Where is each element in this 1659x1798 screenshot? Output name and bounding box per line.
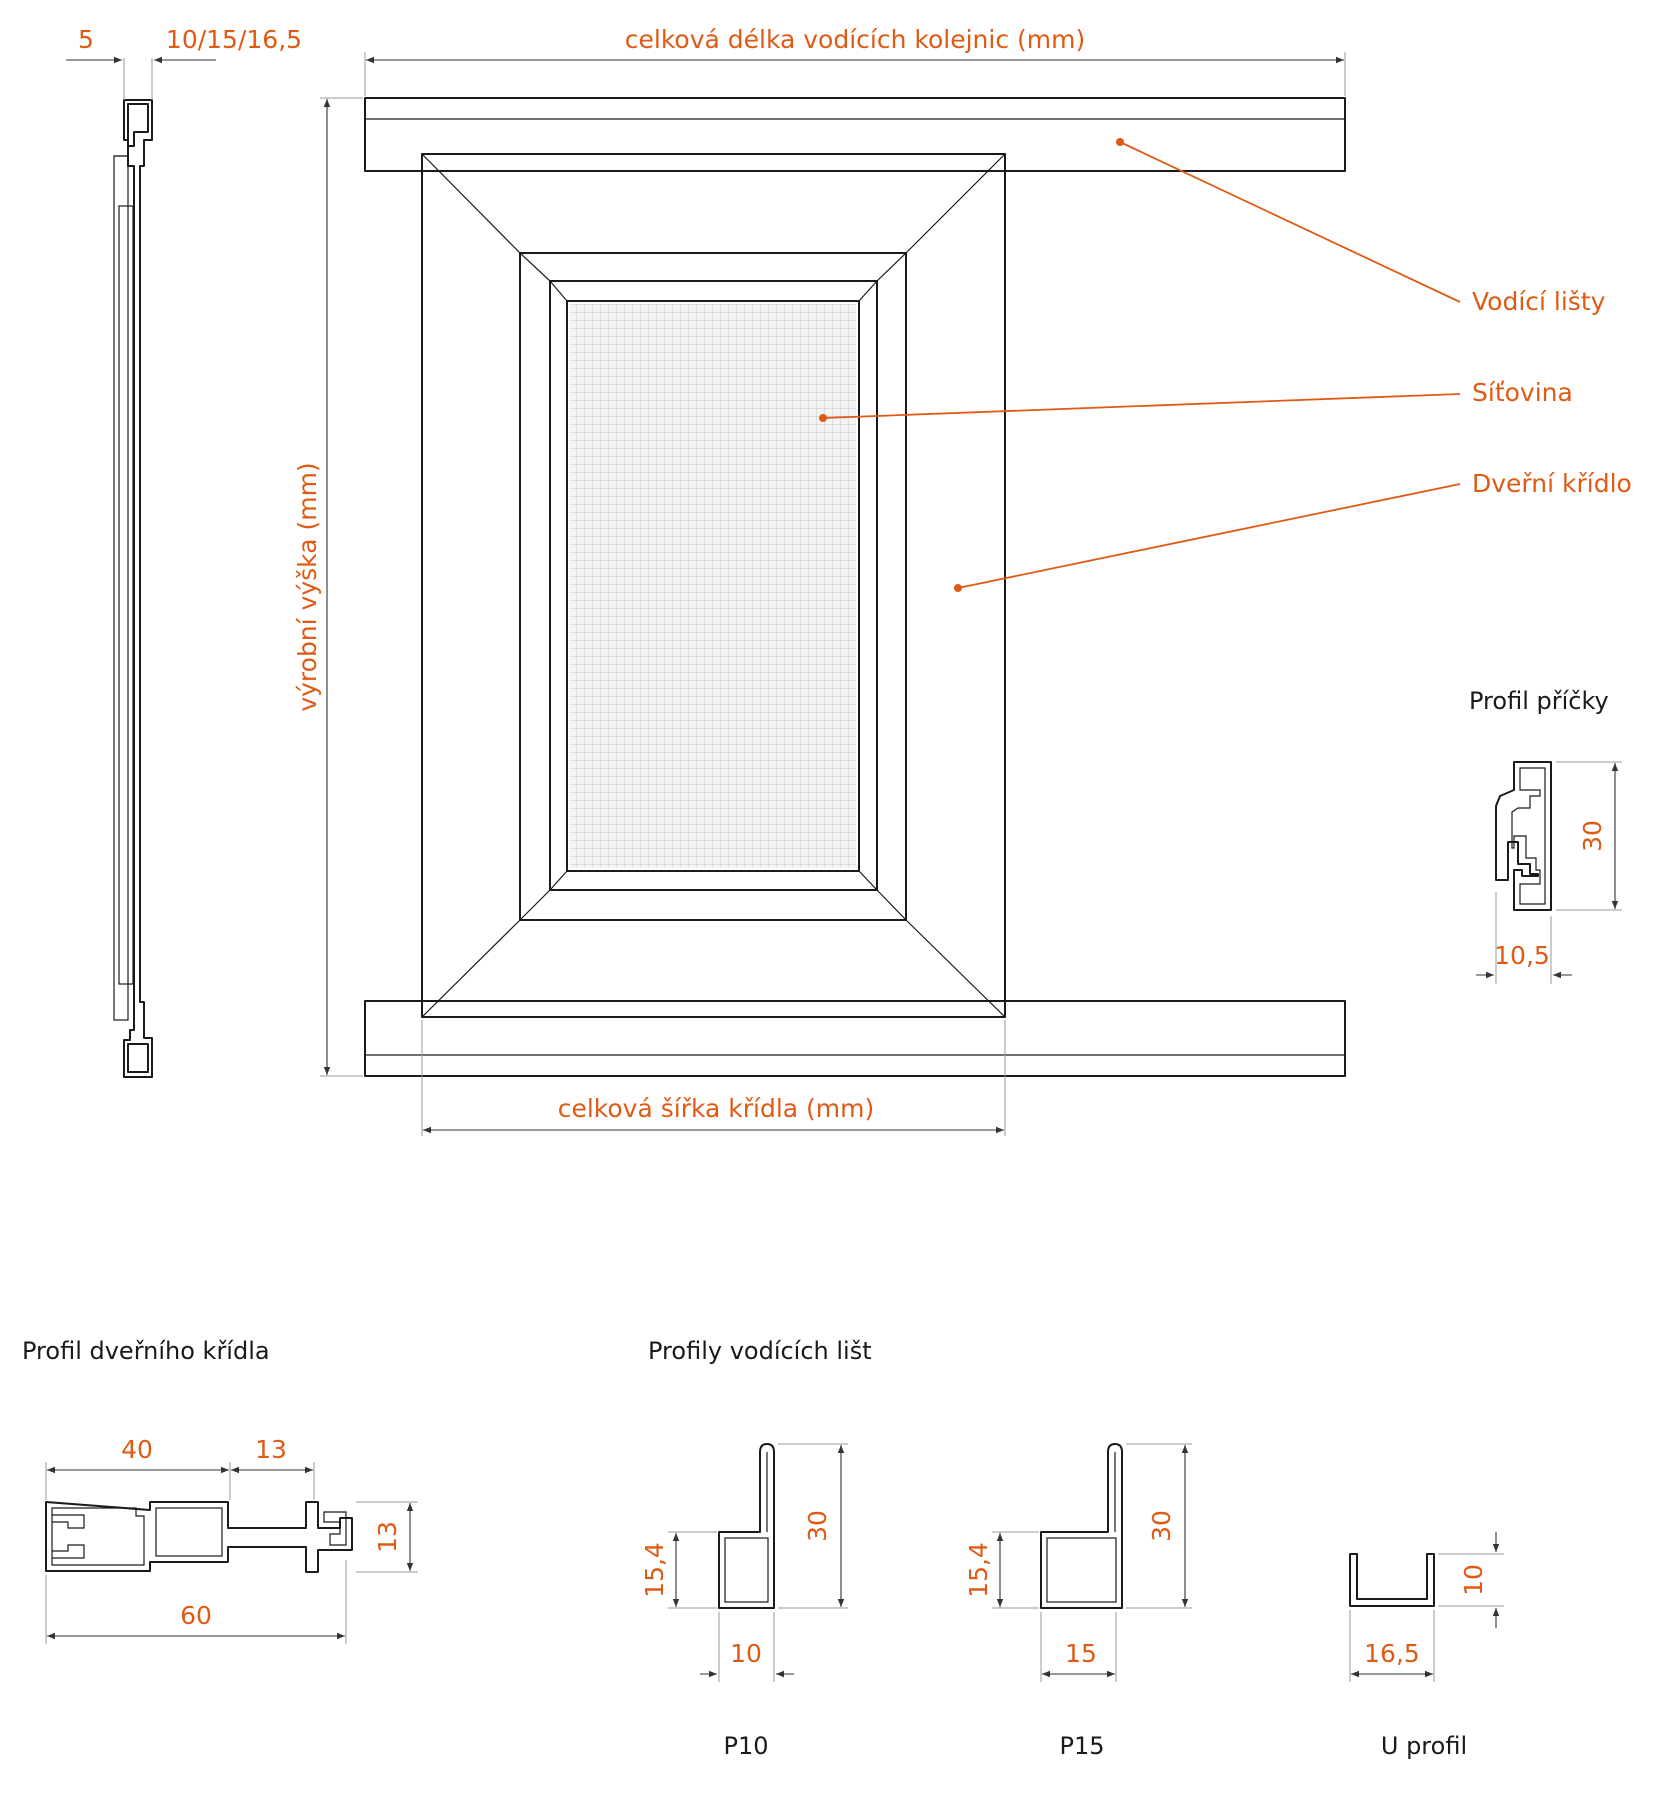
p10-label: P10	[723, 1732, 768, 1760]
rail-profile-p10: 30 15,4 10 P10	[640, 1443, 848, 1760]
door-wing-callout-label: Dveřní křídlo	[1472, 469, 1632, 498]
callout-mesh: Síťovina	[819, 378, 1573, 422]
wing-profile: Profil dveřního křídla 40 13 13 60	[22, 1337, 418, 1644]
p10-width-label: 10	[730, 1639, 762, 1668]
wing-profile-dim-total: 60	[180, 1601, 212, 1630]
callout-guide-rails: Vodící lišty	[1116, 138, 1606, 316]
guide-rails-callout-label: Vodící lišty	[1472, 287, 1606, 316]
p15-inner-height-label: 15,4	[964, 1542, 993, 1598]
rail-profile-p15: 30 15,4 15 P15	[964, 1443, 1192, 1760]
u-profile-label: U profil	[1381, 1732, 1467, 1760]
p10-inner-height-label: 15,4	[640, 1542, 669, 1598]
wing-profile-dim-a: 40	[121, 1435, 153, 1464]
p10-total-height-label: 30	[803, 1510, 832, 1542]
side-section: 5 10/15/16,5	[66, 25, 302, 1078]
wing-profile-dim-b: 13	[255, 1435, 287, 1464]
depth-dimension-label: 10/15/16,5	[166, 25, 302, 54]
callout-door-wing: Dveřní křídlo	[954, 469, 1632, 592]
p15-total-height-label: 30	[1147, 1510, 1176, 1542]
wing-profile-title: Profil dveřního křídla	[22, 1337, 270, 1365]
front-view: celková délka vodících kolejnic (mm) výr…	[293, 25, 1632, 1136]
gap-dimension-label: 5	[78, 25, 94, 54]
total-length-label: celková délka vodících kolejnic (mm)	[625, 25, 1086, 54]
crossbar-profile-title: Profil příčky	[1469, 687, 1609, 715]
door-wing	[421, 153, 1006, 1018]
top-guide-rail	[364, 97, 1346, 172]
crossbar-profile: Profil příčky 30 10,5	[1469, 687, 1622, 984]
wing-width-label: celková šířka křídla (mm)	[558, 1094, 875, 1123]
crossbar-height-label: 30	[1578, 820, 1607, 852]
crossbar-width-label: 10,5	[1494, 941, 1550, 970]
rail-profiles-title: Profily vodících lišt	[648, 1337, 872, 1365]
p15-label: P15	[1059, 1732, 1104, 1760]
mesh-callout-label: Síťovina	[1472, 378, 1573, 407]
p15-width-label: 15	[1065, 1639, 1097, 1668]
u-height-label: 10	[1459, 1564, 1488, 1596]
wing-profile-dim-h: 13	[373, 1521, 402, 1553]
bottom-guide-rail	[364, 1000, 1346, 1077]
rail-profile-u: 10 16,5 U profil	[1349, 1532, 1504, 1760]
u-width-label: 16,5	[1364, 1639, 1420, 1668]
mesh-panel	[570, 304, 856, 868]
production-height-label: výrobní výška (mm)	[293, 462, 322, 711]
